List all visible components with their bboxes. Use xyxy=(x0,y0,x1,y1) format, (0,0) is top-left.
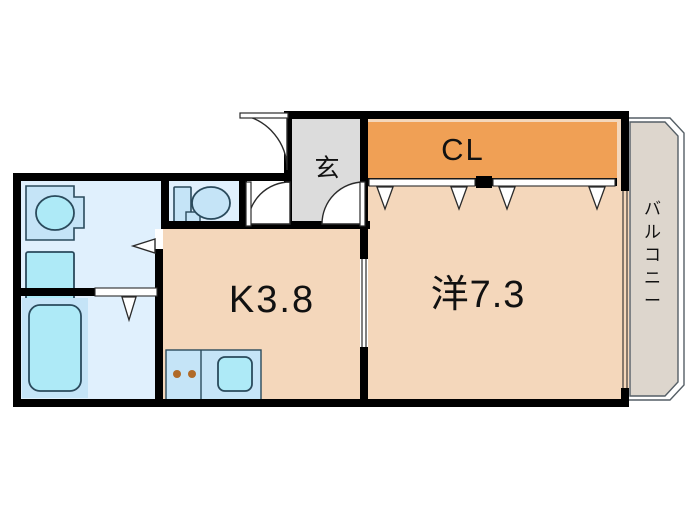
stove-burner-1 xyxy=(173,370,181,378)
closet-hanger-mark-2 xyxy=(450,186,468,211)
bathroom-door-mark[interactable] xyxy=(121,296,137,323)
bathroom-fixtures xyxy=(22,298,88,398)
kitchen-label: K3.8 xyxy=(229,279,315,321)
bathroom-entry-door[interactable] xyxy=(94,287,158,323)
balcony-window[interactable] xyxy=(621,111,629,407)
stove-burner-2 xyxy=(188,370,196,378)
wall-kitchen-left-lower xyxy=(155,288,163,400)
wall-washroom-right xyxy=(161,173,169,229)
closet-hanger-mark-4 xyxy=(588,186,606,211)
wall-kitchen-left-upper xyxy=(155,229,163,291)
wall-right-below-window xyxy=(621,388,629,407)
washroom-door-arrow[interactable] xyxy=(130,238,156,254)
balcony-char-3: ニ xyxy=(644,268,662,287)
wall-genkan-bottom xyxy=(246,221,370,229)
vanity-sink-icon xyxy=(35,195,75,231)
balcony-area: バ ル コ ニ ー xyxy=(627,117,685,401)
balcony-window-gap[interactable] xyxy=(621,190,629,390)
wall-divider-lower xyxy=(360,345,368,407)
balcony-char-1: ル xyxy=(644,222,662,241)
wall-genkan-left xyxy=(284,111,292,229)
balcony-label: バ ル コ ニ ー xyxy=(644,199,662,310)
wall-bath-washroom-divider xyxy=(13,288,163,296)
wall-genkan-right xyxy=(360,111,368,231)
entrance-door-leaf[interactable] xyxy=(239,112,289,119)
balcony-char-2: コ xyxy=(644,245,662,264)
wall-divider-upper xyxy=(360,221,368,261)
entrance-door-swing[interactable] xyxy=(239,112,289,171)
kitchen-sink-icon xyxy=(217,356,253,392)
toilet-fixtures xyxy=(173,186,231,224)
wall-bottom-left xyxy=(13,399,368,407)
entrance-inner-door-right[interactable] xyxy=(321,181,366,227)
kitchen-counter xyxy=(165,349,262,401)
closet-hanger-mark-3 xyxy=(498,186,516,211)
wall-right-above-window xyxy=(621,111,629,191)
wall-toilet-right xyxy=(239,173,247,229)
closet-center-post xyxy=(476,176,492,188)
wall-toilet-bottom xyxy=(161,221,247,229)
bathroom-door-frame[interactable] xyxy=(94,287,158,297)
closet-door-left[interactable] xyxy=(368,178,476,187)
wall-hall-top xyxy=(246,173,292,181)
closet-label: CL xyxy=(441,132,485,167)
inner-door-left-leaf[interactable] xyxy=(245,181,252,227)
closet-hanger-mark-1 xyxy=(376,186,394,211)
washroom-entry-door[interactable] xyxy=(130,229,163,254)
western-room-label: 洋7.3 xyxy=(431,274,526,316)
balcony-char-4: ー xyxy=(644,291,662,310)
closet-sliding-doors[interactable] xyxy=(368,178,616,211)
balcony-floor xyxy=(629,121,679,397)
sliding-door-gap[interactable] xyxy=(360,259,368,347)
inner-door-right-leaf[interactable] xyxy=(359,181,366,227)
wall-bottom-right xyxy=(360,399,629,407)
wall-top-main xyxy=(284,111,629,119)
wall-top-left xyxy=(13,173,247,181)
balcony-char-0: バ xyxy=(644,199,662,218)
entrance-inner-door-left[interactable] xyxy=(245,181,291,227)
washroom-door-gap[interactable] xyxy=(155,229,163,249)
closet-floor xyxy=(367,122,617,179)
entrance-label: 玄 xyxy=(314,155,339,183)
bathtub-icon xyxy=(28,304,82,392)
sliding-door-kitchen-to-room[interactable] xyxy=(360,259,368,347)
toilet-bowl-icon xyxy=(191,186,231,220)
closet-door-right[interactable] xyxy=(492,178,616,187)
